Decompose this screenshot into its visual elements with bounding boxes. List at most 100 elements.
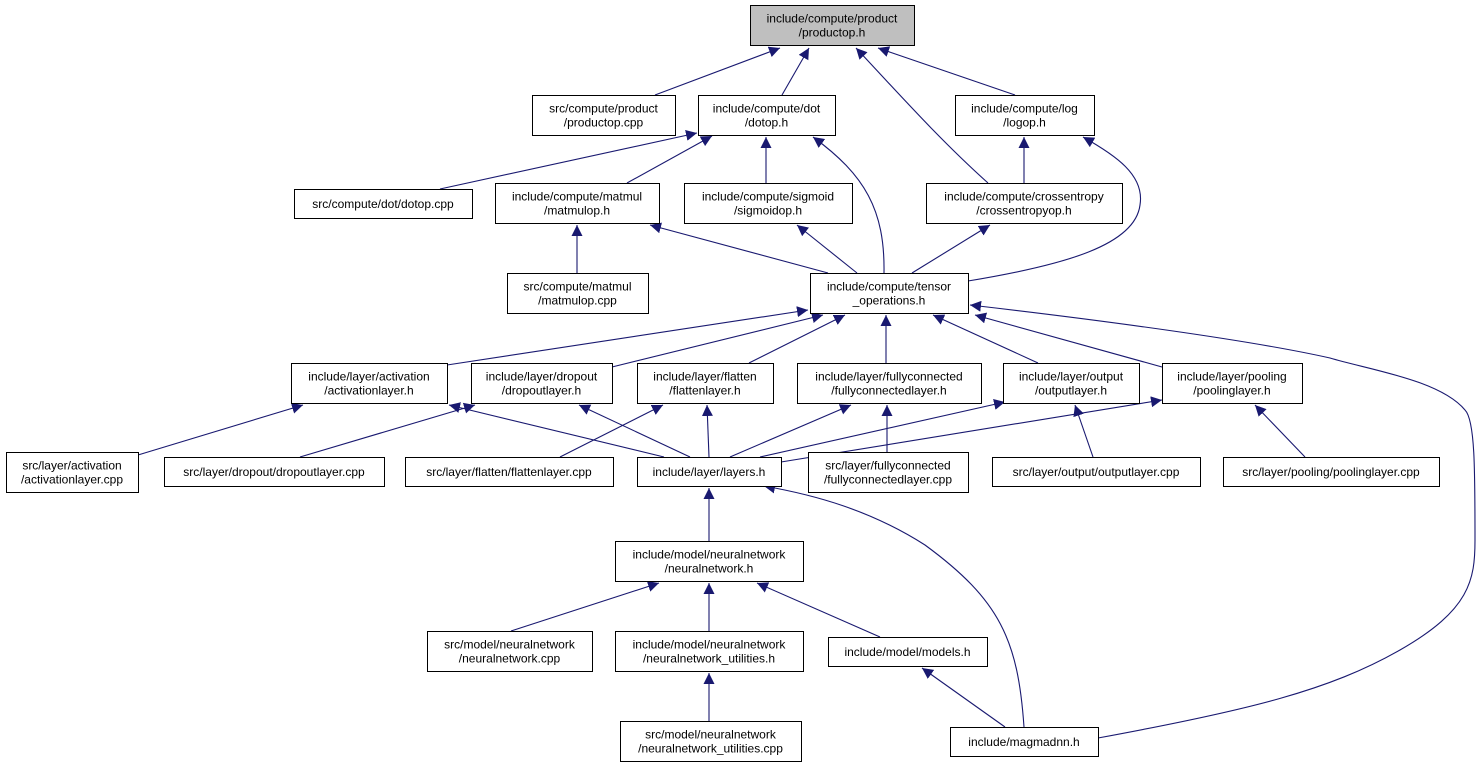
node-productop-h[interactable]: include/compute/product/productop.h <box>750 5 915 46</box>
node-neuralnetwork-utilities-cpp[interactable]: src/model/neuralnetwork/neuralnetwork_ut… <box>620 721 802 762</box>
node-box <box>6 452 139 493</box>
node-label: /outputlayer.h <box>1035 384 1107 398</box>
node-label: include/compute/log <box>971 102 1078 116</box>
node-box <box>926 183 1123 224</box>
edge-activationlayer-cpp-to-activationlayer-h <box>137 402 304 456</box>
node-activationlayer-h[interactable]: include/layer/activation/activationlayer… <box>291 363 448 404</box>
node-dotop-cpp[interactable]: src/compute/dot/dotop.cpp <box>294 189 473 219</box>
node-label: /neuralnetwork.h <box>665 562 754 576</box>
edge-productop-cpp-to-productop-h <box>654 46 781 96</box>
edge-flattenlayer-cpp-to-flattenlayer-h <box>559 404 664 458</box>
node-neuralnetwork-cpp[interactable]: src/model/neuralnetwork/neuralnetwork.cp… <box>427 631 593 672</box>
node-fullyconnectedlayer-h[interactable]: include/layer/fullyconnected/fullyconnec… <box>797 363 982 404</box>
node-matmulop-h[interactable]: include/compute/matmul/matmulop.h <box>495 183 660 224</box>
node-matmulop-cpp[interactable]: src/compute/matmul/matmulop.cpp <box>507 273 649 314</box>
node-label: src/compute/dot/dotop.cpp <box>312 197 454 211</box>
node-label: /neuralnetwork_utilities.h <box>643 652 775 666</box>
node-poolinglayer-h[interactable]: include/layer/pooling/poolinglayer.h <box>1162 363 1303 404</box>
node-label: include/compute/crossentropy <box>944 190 1103 204</box>
node-box <box>810 273 969 314</box>
edge-poolinglayer-h-to-tensor-operations-h <box>974 312 1163 368</box>
node-box <box>698 95 836 136</box>
node-box <box>291 363 448 404</box>
node-productop-cpp[interactable]: src/compute/product/productop.cpp <box>532 95 676 136</box>
node-label: _operations.h <box>852 294 926 308</box>
node-layers-h[interactable]: include/layer/layers.h <box>637 457 782 487</box>
node-label: src/model/neuralnetwork <box>645 728 777 742</box>
edge-tensor-operations-h-to-matmulop-h <box>649 222 829 274</box>
node-label: include/compute/dot <box>713 102 821 116</box>
node-box <box>405 457 614 487</box>
node-label: include/layer/pooling <box>1177 370 1286 384</box>
node-box <box>164 457 385 487</box>
edge-tensor-operations-h-to-crossentropyop-h <box>911 224 991 274</box>
node-label: src/layer/pooling/poolinglayer.cpp <box>1242 465 1420 479</box>
node-label: /activationlayer.h <box>324 384 413 398</box>
node-label: /fullyconnectedlayer.cpp <box>824 473 952 487</box>
node-box <box>808 452 969 493</box>
edge-layers-h-to-fullyconnectedlayer-h <box>729 404 852 458</box>
node-label: src/layer/flatten/flattenlayer.cpp <box>426 465 592 479</box>
node-models-h[interactable]: include/model/models.h <box>828 637 988 667</box>
node-label: include/compute/matmul <box>512 190 642 204</box>
edge-magmadnn-h-to-layers-h <box>763 482 1025 728</box>
node-label: /productop.cpp <box>564 116 644 130</box>
node-crossentropyop-h[interactable]: include/compute/crossentropy/crossentrop… <box>926 183 1123 224</box>
node-box <box>495 183 660 224</box>
node-outputlayer-cpp[interactable]: src/layer/output/outputlayer.cpp <box>992 457 1201 487</box>
node-label: include/layer/layers.h <box>653 465 766 479</box>
node-label: /activationlayer.cpp <box>21 473 123 487</box>
edge-poolinglayer-cpp-to-poolinglayer-h <box>1254 404 1306 458</box>
node-neuralnetwork-utilities-h[interactable]: include/model/neuralnetwork/neuralnetwor… <box>615 631 804 672</box>
node-label: include/model/neuralnetwork <box>633 638 787 652</box>
node-dropoutlayer-h[interactable]: include/layer/dropout/dropoutlayer.h <box>471 363 613 404</box>
edge-layers-h-to-outputlayer-h <box>759 399 1006 458</box>
node-box <box>532 95 676 136</box>
edge-logop-h-to-productop-h <box>877 46 1016 96</box>
node-box <box>750 5 915 46</box>
node-label: src/layer/activation <box>22 459 121 473</box>
node-box <box>992 457 1201 487</box>
node-box <box>294 189 473 219</box>
node-dotop-h[interactable]: include/compute/dot/dotop.h <box>698 95 836 136</box>
node-fullyconnectedlayer-cpp[interactable]: src/layer/fullyconnected/fullyconnectedl… <box>808 452 969 493</box>
node-box <box>471 363 613 404</box>
node-label: /neuralnetwork.cpp <box>459 652 561 666</box>
node-label: src/compute/matmul <box>523 280 631 294</box>
node-label: /logop.h <box>1003 116 1046 130</box>
node-box <box>637 457 782 487</box>
edge-layer <box>137 46 1476 739</box>
node-neuralnetwork-h[interactable]: include/model/neuralnetwork/neuralnetwor… <box>615 541 804 582</box>
node-flattenlayer-h[interactable]: include/layer/flatten/flattenlayer.h <box>637 363 774 404</box>
node-magmadnn-h[interactable]: include/magmadnn.h <box>950 727 1099 757</box>
node-sigmoidop-h[interactable]: include/compute/sigmoid/sigmoidop.h <box>684 183 853 224</box>
node-label: include/compute/tensor <box>827 280 951 294</box>
node-box <box>684 183 853 224</box>
node-tensor-operations-h[interactable]: include/compute/tensor_operations.h <box>810 273 969 314</box>
node-label: src/model/neuralnetwork <box>444 638 576 652</box>
node-dropoutlayer-cpp[interactable]: src/layer/dropout/dropoutlayer.cpp <box>164 457 385 487</box>
node-label: src/compute/product <box>549 102 658 116</box>
node-box <box>950 727 1099 757</box>
node-label: /sigmoidop.h <box>734 204 802 218</box>
edge-activationlayer-h-to-tensor-operations-h <box>446 306 809 366</box>
node-layer: include/compute/product/productop.h src/c… <box>6 5 1440 762</box>
node-label: /dropoutlayer.h <box>502 384 581 398</box>
edge-layers-h-to-activationlayer-h <box>448 402 665 458</box>
node-label: /flattenlayer.h <box>669 384 740 398</box>
edge-layers-h-to-poolinglayer-h <box>780 396 1163 463</box>
edge-layers-h-to-flattenlayer-h <box>701 404 713 458</box>
edge-tensor-operations-h-to-logop-h <box>967 136 1142 282</box>
node-box <box>1223 457 1440 487</box>
node-poolinglayer-cpp[interactable]: src/layer/pooling/poolinglayer.cpp <box>1223 457 1440 487</box>
node-box <box>828 637 988 667</box>
node-label: /dotop.h <box>745 116 788 130</box>
edge-dropoutlayer-h-to-tensor-operations-h <box>611 312 824 368</box>
edge-neuralnetwork-cpp-to-neuralnetwork-h <box>510 581 660 632</box>
node-flattenlayer-cpp[interactable]: src/layer/flatten/flattenlayer.cpp <box>405 457 614 487</box>
edge-dotop-h-to-productop-h <box>781 47 810 96</box>
node-outputlayer-h[interactable]: include/layer/output/outputlayer.h <box>1003 363 1140 404</box>
node-activationlayer-cpp[interactable]: src/layer/activation/activationlayer.cpp <box>6 452 139 493</box>
node-label: include/layer/activation <box>308 370 429 384</box>
node-logop-h[interactable]: include/compute/log/logop.h <box>955 95 1095 136</box>
